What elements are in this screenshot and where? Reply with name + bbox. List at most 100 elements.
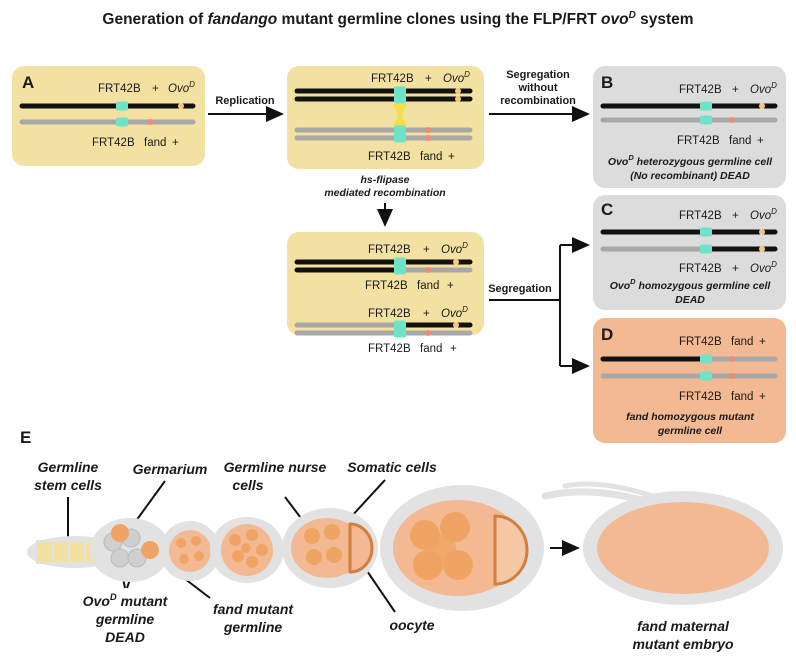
nurse-cell xyxy=(194,551,204,561)
panel-b-letter: B xyxy=(601,73,613,92)
oocyte xyxy=(493,514,529,586)
panel-b-background xyxy=(593,66,786,188)
plus-label: + xyxy=(172,137,179,149)
fand-allele-dot xyxy=(425,135,431,141)
ovo-label: OvoD xyxy=(441,305,468,320)
fand-allele-dot xyxy=(729,356,735,362)
frt42b-label: FRT42B xyxy=(368,151,411,163)
frt-site xyxy=(700,115,712,125)
seg-no-recomb-line3: recombination xyxy=(500,95,576,107)
frt42b-label: FRT42B xyxy=(679,263,722,275)
replicated-chromosomes-box: FRT42B + OvoD FRT42B fand + xyxy=(287,66,484,169)
panel-c-caption-line2: DEAD xyxy=(675,294,705,306)
frt-site xyxy=(394,94,406,104)
plus-label: + xyxy=(447,280,454,292)
fand-label: fand xyxy=(729,135,751,147)
fand-allele-dot xyxy=(147,119,153,125)
panel-b: B FRT42B + OvoD FRT42B fand + OvoD heter… xyxy=(593,66,786,188)
plus-label: + xyxy=(732,84,739,96)
nurse-cells-label-line1: Germline nurse xyxy=(224,459,327,475)
frt-site xyxy=(116,101,128,111)
nurse-cell xyxy=(179,554,189,564)
panel-a-letter: A xyxy=(22,73,34,92)
ovo-allele-dot xyxy=(178,103,184,109)
ovo-allele-dot xyxy=(455,96,461,102)
stem-cell xyxy=(68,540,86,564)
ovo-label: OvoD xyxy=(441,241,468,256)
recombined-box-background xyxy=(287,232,484,335)
embryo-label-line1: fand maternal xyxy=(637,618,730,634)
ovo-label: OvoD xyxy=(168,80,195,95)
plus-label: + xyxy=(732,263,739,275)
panel-c: C FRT42B + OvoD FRT42B + OvoD OvoD homoz… xyxy=(593,195,786,310)
ovo-allele-dot xyxy=(453,259,459,265)
plus-label: + xyxy=(757,135,764,147)
frt-site xyxy=(394,265,406,275)
frt42b-label: FRT42B xyxy=(98,83,141,95)
frt42b-label: FRT42B xyxy=(679,336,722,348)
nurse-cell xyxy=(304,528,320,544)
frt42b-label: FRT42B xyxy=(371,73,414,85)
frt42b-label: FRT42B xyxy=(365,280,408,292)
panel-c-caption-line1: OvoD homozygous germline cell xyxy=(610,277,772,292)
stem-cell xyxy=(52,540,70,564)
nurse-cell xyxy=(241,543,251,553)
egg-chamber-germline xyxy=(169,530,211,572)
fand-allele-dot xyxy=(729,373,735,379)
nurse-cell xyxy=(176,538,186,548)
ovo-label: OvoD xyxy=(443,70,470,85)
plus-label: + xyxy=(423,308,430,320)
fand-label: fand xyxy=(417,280,439,292)
plus-label: + xyxy=(152,83,159,95)
fand-allele-dot xyxy=(425,127,431,133)
nurse-cell xyxy=(191,536,201,546)
frt-site xyxy=(394,320,406,330)
embryo xyxy=(597,502,769,594)
frt42b-label: FRT42B xyxy=(368,343,411,355)
frt42b-label: FRT42B xyxy=(677,135,720,147)
oocyte-label: oocyte xyxy=(389,617,434,633)
frt-site xyxy=(700,227,712,237)
seg-no-recomb-line2: without xyxy=(517,82,557,94)
somatic-cells-label: Somatic cells xyxy=(347,459,437,475)
frt-site xyxy=(394,133,406,143)
frt-site xyxy=(394,257,406,267)
panel-d-letter: D xyxy=(601,325,613,344)
nurse-cell xyxy=(232,550,244,562)
plus-label: + xyxy=(759,391,766,403)
nurse-cell xyxy=(229,534,241,546)
embryo-label-line2: mutant embryo xyxy=(632,636,734,652)
nurse-cell xyxy=(324,524,340,540)
plus-label: + xyxy=(732,210,739,222)
frt-site xyxy=(700,244,712,254)
nurse-cells-label-line2: cells xyxy=(232,477,263,493)
frt-site xyxy=(700,354,712,364)
frt-site xyxy=(394,328,406,338)
panel-d-caption-line2: germline cell xyxy=(657,425,723,437)
ovo-allele-dot xyxy=(759,246,765,252)
pointer-germarium xyxy=(132,480,166,526)
ovo-allele-dot xyxy=(453,322,459,328)
fand-allele-dot xyxy=(729,117,735,123)
panel-b-caption-line2: (No recombinant) DEAD xyxy=(630,170,750,182)
pointer-oocyte xyxy=(364,567,396,613)
ovo-allele-dot xyxy=(759,229,765,235)
frt42b-label: FRT42B xyxy=(368,244,411,256)
panel-c-letter: C xyxy=(601,200,613,219)
dead-cell xyxy=(110,548,130,568)
frt42b-label: FRT42B xyxy=(368,308,411,320)
ovo-allele-dot xyxy=(759,103,765,109)
flipase-label-line2: mediated recombination xyxy=(324,187,445,199)
plus-label: + xyxy=(759,336,766,348)
ovo-dead-label-line3: DEAD xyxy=(105,629,145,645)
stem-cell xyxy=(36,540,54,564)
mutant-cell xyxy=(111,524,129,542)
plus-label: + xyxy=(425,73,432,85)
panel-d: D FRT42B fand + FRT42B fand + fand homoz… xyxy=(593,318,786,443)
frt-site xyxy=(394,86,406,96)
nurse-cell xyxy=(440,512,470,542)
ovo-label: OvoD xyxy=(750,260,777,275)
plus-label: + xyxy=(448,151,455,163)
flipase-label-line1: hs-flipase xyxy=(360,174,409,186)
